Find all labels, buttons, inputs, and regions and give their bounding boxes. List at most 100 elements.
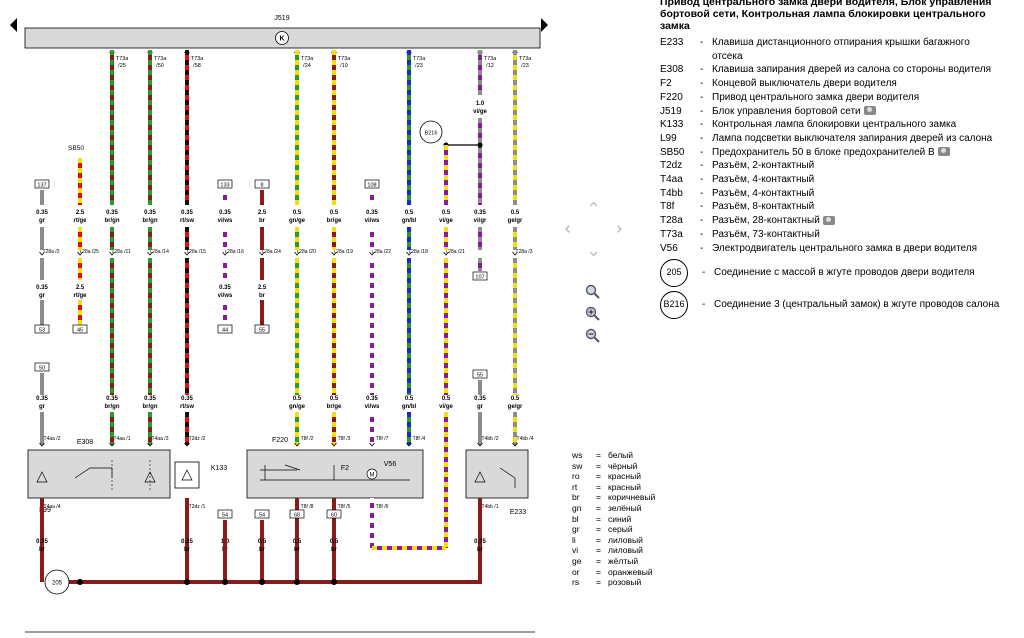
connector-label: T73a — [519, 56, 532, 62]
reference-box — [34, 362, 50, 372]
wire-color: br/gn — [143, 218, 158, 224]
equals-sign: = — [596, 502, 601, 513]
junction-dot — [222, 579, 228, 585]
legend-desc: Контрольная лампа блокировки центральног… — [712, 118, 1020, 132]
zoom-fit-icon[interactable] — [585, 284, 601, 300]
connector-pin: /50 — [156, 63, 164, 69]
reference-box — [326, 509, 342, 519]
color-code-item: rt=красный — [572, 482, 655, 493]
camera-icon[interactable] — [863, 106, 876, 116]
chevron-down-icon[interactable]: ⌃ — [586, 239, 602, 259]
t28a-pin: T28a /21 — [445, 249, 465, 255]
legend-desc: отсека — [712, 50, 1020, 64]
wire-size: 0.35 — [366, 396, 378, 402]
legend-dash: - — [700, 132, 704, 144]
connector-pin: /24 — [303, 63, 311, 69]
wire-color: br — [331, 547, 338, 553]
legend-code: L99 — [660, 132, 677, 144]
color-name: синий — [608, 513, 632, 524]
ground-symbol: 205 — [660, 259, 688, 288]
component-name: F220 — [272, 437, 288, 444]
wire-size: 0.5 — [511, 396, 520, 402]
pin-arrow — [512, 251, 518, 256]
zoom-in-icon[interactable] — [585, 306, 601, 322]
reference-number: 133 — [220, 182, 229, 188]
equals-sign: = — [596, 577, 601, 588]
color-abbr: bl — [572, 513, 579, 524]
wire-size: 2.5 — [258, 210, 267, 216]
camera-icon[interactable] — [822, 216, 835, 225]
color-abbr: ge — [572, 555, 582, 566]
wire-size: 0.5 — [442, 396, 451, 402]
legend-title-line: бортовой сети, Контрольная лампа блокиро… — [660, 8, 986, 20]
legend-code: F2 — [660, 78, 672, 90]
wire-size: 0.5 — [330, 539, 339, 545]
chevron-up-icon[interactable]: ⌃ — [586, 199, 602, 219]
t28a-pin: T28a /16 — [224, 249, 244, 255]
connector-label: T73a — [301, 56, 314, 62]
t28a-pin: T28a /11 — [111, 249, 131, 255]
legend-dash — [700, 50, 712, 64]
component-name: E308 — [77, 439, 93, 446]
zoom-out-icon[interactable] — [585, 328, 601, 344]
camera-icon[interactable] — [937, 147, 950, 157]
legend-desc: Электродвигатель центрального замка в дв… — [712, 242, 1020, 256]
wire-color: vi/gr — [474, 218, 487, 224]
pin-arrow — [259, 251, 265, 256]
color-name: жёлтый — [608, 555, 639, 566]
bottom-pin: T2dz /1 — [189, 504, 206, 510]
color-name: зелёный — [608, 502, 642, 513]
legend-desc: Привод центрального замка двери водителя — [712, 91, 1020, 105]
wiring-diagram: J519KT73a/25T73a/50T73a/58T73a/24T73a/19… — [10, 15, 548, 633]
wire-size: 0.5 — [293, 210, 302, 216]
chevron-right-icon[interactable]: ⌃ — [604, 221, 625, 237]
reference-box — [289, 509, 305, 519]
reference-box — [254, 324, 270, 334]
color-abbr: ws — [572, 450, 583, 460]
t28a-pin: T28a /19 — [333, 249, 353, 255]
bottom-pin: T4aa /4 — [44, 504, 61, 510]
pin-arrow — [294, 251, 300, 256]
terminal-k-icon — [275, 31, 289, 45]
color-abbr: rt — [572, 481, 578, 492]
wire-size: 0.35 — [181, 396, 193, 402]
wire-color: br/ge — [327, 404, 342, 410]
control-unit-label: J519 — [274, 15, 289, 22]
legend-title-line: замка — [660, 20, 690, 32]
wire-size: 0.35 — [219, 285, 231, 291]
legend-code: T8f — [660, 201, 675, 213]
legend-dash: - — [700, 37, 704, 48]
equals-sign: = — [596, 513, 601, 524]
component-pin: T8f /4 — [413, 436, 426, 442]
legend-dash: - — [700, 105, 704, 117]
ground-desc: Соединение 3 (центральный замок) в жгуте… — [714, 299, 1000, 311]
legend-item: L99-Лампа подсветки выключателя запирани… — [660, 132, 1020, 146]
color-code-item: bl = синий — [572, 514, 655, 525]
legend-item: T28a-Разъём, 28-контактный — [660, 214, 1020, 228]
legend-title: Привод центрального замка двери водителя… — [660, 0, 1020, 32]
actuator-lines — [260, 464, 410, 481]
t28a-pin: T28a /18 — [408, 249, 428, 255]
pin-arrow — [109, 442, 115, 447]
wire-size: 2.5 — [76, 210, 85, 216]
wire-color: br/gn — [105, 218, 120, 224]
wire-color: gr — [39, 218, 46, 224]
chevron-left-icon[interactable]: ⌃ — [562, 221, 583, 237]
color-name: коричневый — [608, 492, 656, 503]
branch-wire-size: 1.0 — [476, 101, 485, 107]
pin-arrow — [294, 442, 300, 447]
color-abbr: ro — [572, 471, 580, 482]
legend-code — [660, 50, 700, 64]
wire-size: 0.35 — [36, 396, 48, 402]
wire-color: vi/ws — [218, 293, 233, 299]
color-code-item: sw=чёрный — [572, 461, 655, 472]
legend-dash: - — [700, 64, 704, 76]
legend-dash: - — [700, 160, 704, 172]
reference-number: 107 — [475, 274, 484, 280]
pin-arrow — [331, 251, 337, 256]
wire-color: br — [259, 293, 266, 299]
connector-label: T73a — [191, 56, 204, 62]
color-abbr: or — [572, 566, 580, 577]
equals-sign: = — [596, 524, 601, 535]
